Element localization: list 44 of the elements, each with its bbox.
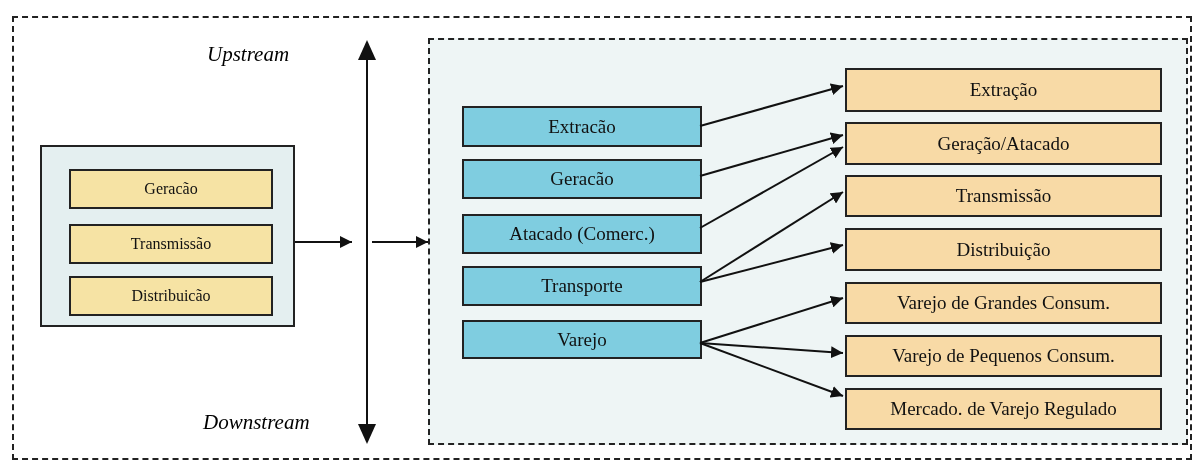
- box-label: Distribuição: [956, 238, 1051, 261]
- market-box: [845, 175, 1162, 217]
- market-box: [845, 68, 1162, 112]
- box-label: Geração/Atacado: [937, 132, 1070, 155]
- box-label: Varejo de Pequenos Consum.: [892, 345, 1115, 367]
- box-label: Varejo: [557, 328, 607, 351]
- arrow: [699, 342, 844, 359]
- market-box: [845, 122, 1162, 165]
- arrow: [699, 342, 844, 398]
- market-box: [845, 282, 1162, 324]
- box-label: Geracão: [144, 180, 198, 198]
- direction-label: Upstream: [207, 42, 290, 67]
- box-label: Atacado (Comerc.): [509, 223, 655, 245]
- box-label: Transmissão: [130, 235, 212, 253]
- group-box: [40, 145, 295, 327]
- arrow: [371, 236, 429, 248]
- market-box: [845, 228, 1162, 271]
- stage-box: [69, 224, 273, 264]
- arrow: [699, 146, 844, 229]
- segment-box: [462, 266, 702, 306]
- box-label: Varejo de Grandes Consum.: [896, 292, 1111, 314]
- arrow: [294, 236, 353, 248]
- box-label: Extracão: [548, 115, 616, 138]
- box-label: Transporte: [541, 275, 623, 297]
- arrow: [699, 191, 844, 283]
- segment-box: [462, 320, 702, 359]
- direction-label: Downstream: [203, 410, 310, 435]
- arrow: [699, 83, 844, 127]
- stage-box: [69, 169, 273, 209]
- group-box: [428, 38, 1188, 445]
- segment-box: [462, 214, 702, 254]
- market-box: [845, 335, 1162, 377]
- arrow: [699, 132, 844, 177]
- stage-box: [69, 276, 273, 316]
- market-box: [845, 388, 1162, 430]
- box-label: Distribuicão: [131, 287, 211, 305]
- arrow: [699, 242, 844, 283]
- box-label: Mercado. de Varejo Regulado: [890, 398, 1117, 420]
- arrow: [699, 295, 844, 344]
- segment-box: [462, 159, 702, 199]
- segment-box: [462, 106, 702, 147]
- box-label: Geracão: [550, 168, 614, 190]
- box-label: Extração: [969, 79, 1038, 101]
- box-label: Transmissão: [955, 185, 1052, 207]
